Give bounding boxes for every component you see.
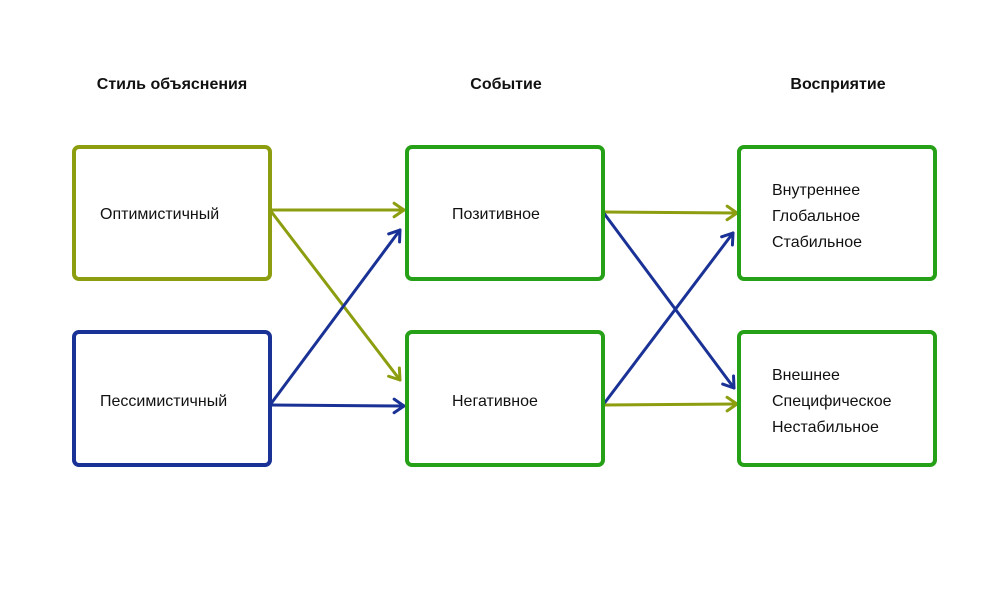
box-event-positive: Позитивное: [405, 145, 605, 281]
arrow-positive-to-external: [601, 210, 736, 390]
arrow-positive-to-internal: [601, 204, 739, 222]
arrow-shaft: [601, 402, 739, 407]
box-event-positive-label: Позитивное: [452, 206, 540, 223]
heading-event: Событие: [470, 76, 542, 93]
heading-explanatory-style: Стиль объяснения: [96, 76, 248, 93]
arrow-head: [387, 228, 402, 244]
arrow-head: [720, 231, 735, 247]
arrow-shaft: [268, 208, 402, 382]
arrow-shaft: [601, 231, 735, 407]
arrow-head: [392, 397, 406, 415]
box-perception-internal: Внутреннее Глобальное Стабильное: [737, 145, 937, 281]
box-event-negative: Негативное: [405, 330, 605, 467]
box-optimistic: Оптимистичный: [72, 145, 272, 281]
arrow-negative-to-external: [601, 395, 739, 413]
arrow-pessimistic-to-positive: [268, 228, 402, 407]
arrow-optimistic-to-positive: [268, 201, 406, 219]
box-event-negative-label: Негативное: [452, 393, 538, 410]
heading-perception: Восприятие: [790, 76, 886, 93]
arrow-head: [392, 201, 406, 219]
arrow-head: [387, 366, 402, 382]
arrow-pessimistic-to-negative: [268, 397, 406, 415]
arrow-negative-to-internal: [601, 231, 735, 407]
box-perception-external-lines: Внешнее Специфическое Нестабильное: [772, 363, 892, 441]
perception-line: Глобальное: [772, 208, 861, 225]
box-pessimistic: Пессимистичный: [72, 330, 272, 467]
perception-line: Внутреннее: [772, 182, 861, 199]
box-pessimistic-label: Пессимистичный: [100, 393, 228, 410]
arrow-shaft: [268, 228, 402, 407]
arrow-optimistic-to-negative: [268, 208, 402, 382]
perception-line: Стабильное: [772, 234, 863, 251]
arrow-shaft: [601, 210, 736, 390]
perception-line: Внешнее: [772, 367, 840, 384]
arrow-shaft: [268, 403, 406, 408]
box-perception-internal-lines: Внутреннее Глобальное Стабильное: [772, 178, 862, 256]
box-perception-external: Внешнее Специфическое Нестабильное: [737, 330, 937, 467]
arrow-head: [721, 374, 736, 390]
perception-line: Нестабильное: [772, 419, 879, 436]
arrow-shaft: [601, 210, 739, 215]
perception-line: Специфическое: [772, 393, 892, 410]
box-optimistic-label: Оптимистичный: [100, 206, 220, 223]
